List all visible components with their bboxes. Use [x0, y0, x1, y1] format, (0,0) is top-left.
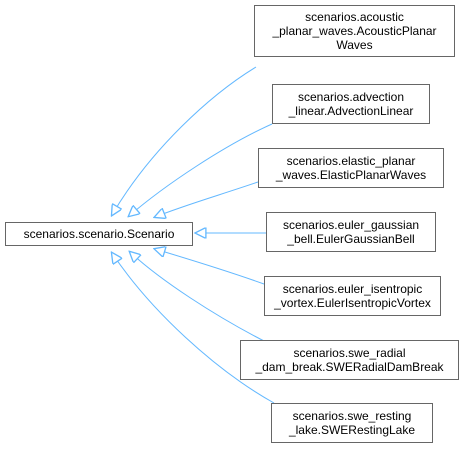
edge-elastic-planar-waves [155, 181, 259, 217]
derived-class-node-swe-resting-lake[interactable]: scenarios.swe_resting _lake.SWERestingLa… [271, 403, 433, 443]
node-label-line: Waves [336, 38, 373, 52]
derived-class-node-euler-gaussian-bell[interactable]: scenarios.euler_gaussian _bell.EulerGaus… [266, 212, 436, 252]
edge-swe-resting-lake [112, 253, 275, 404]
node-label-line: _waves.ElasticPlanarWaves [275, 168, 427, 182]
derived-class-node-acoustic-planar-waves[interactable]: scenarios.acoustic _planar_waves.Acousti… [254, 5, 455, 57]
node-label-line: _linear.AdvectionLinear [288, 104, 414, 118]
node-label-line: scenarios.euler_isentropic [282, 282, 423, 296]
derived-class-node-swe-radial-dam-break[interactable]: scenarios.swe_radial _dam_break.SWERadia… [240, 340, 459, 380]
node-label-line: scenarios.acoustic [305, 10, 404, 24]
node-label-line: _lake.SWERestingLake [288, 423, 416, 437]
node-label-line: scenarios.euler_gaussian [282, 218, 420, 232]
node-label-line: scenarios.swe_resting [292, 409, 412, 423]
node-label-line: _dam_break.SWERadialDamBreak [255, 360, 444, 374]
edge-advection-linear [129, 123, 273, 216]
edge-acoustic-planar-waves [112, 66, 257, 215]
edge-euler-isentropic-vortex [155, 249, 265, 285]
base-class-label: scenarios.scenario.Scenario [23, 227, 175, 241]
node-label-line: scenarios.swe_radial [293, 346, 406, 360]
node-label-line: _bell.EulerGaussianBell [287, 232, 415, 246]
base-class-node[interactable]: scenarios.scenario.Scenario [5, 222, 193, 246]
derived-class-node-advection-linear[interactable]: scenarios.advection _linear.AdvectionLin… [272, 84, 430, 124]
node-label-line: _planar_waves.AcousticPlanar [272, 24, 437, 38]
node-label-line: _vortex.EulerIsentropicVortex [274, 296, 431, 310]
derived-class-node-euler-isentropic-vortex[interactable]: scenarios.euler_isentropic _vortex.Euler… [264, 276, 441, 316]
edge-swe-radial-dam-break [130, 252, 267, 343]
derived-class-node-elastic-planar-waves[interactable]: scenarios.elastic_planar _waves.ElasticP… [258, 148, 444, 188]
node-label-line: scenarios.advection [297, 90, 405, 104]
node-label-line: scenarios.elastic_planar [286, 154, 416, 168]
